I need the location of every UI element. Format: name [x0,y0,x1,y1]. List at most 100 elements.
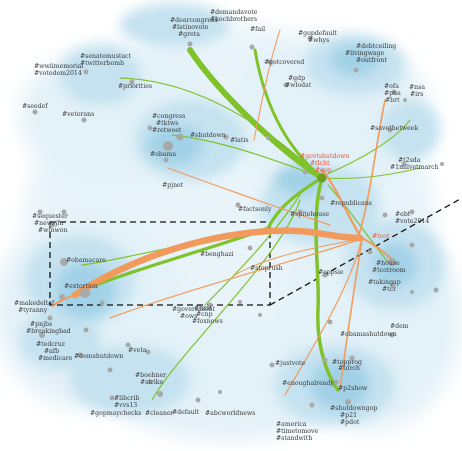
selection-box[interactable] [49,221,271,306]
hashtag-node[interactable] [319,195,325,201]
hashtag-node[interactable] [77,352,83,358]
hashtag-node[interactable] [302,169,308,175]
hashtag-node[interactable] [99,300,105,306]
hashtag-node[interactable] [223,134,229,140]
hashtag-node[interactable] [249,44,255,50]
hashtag-node[interactable] [403,98,407,102]
hashtag-node[interactable] [61,209,67,215]
hashtag-node[interactable] [409,209,415,215]
hashtag-node[interactable] [80,288,90,298]
hashtag-node[interactable] [401,161,407,167]
hashtag-node[interactable] [145,349,151,355]
hashtag-node[interactable] [47,315,53,321]
hashtag-node[interactable] [59,294,65,300]
flow-gop-first [204,194,301,306]
hashtag-node[interactable] [307,35,313,41]
hashtag-node[interactable] [125,342,131,348]
hashtag-node[interactable] [107,367,113,373]
label-takingap: #takingap [368,279,401,286]
label-1milvetmarch: #1milvetmarch [390,164,439,171]
hashtag-node[interactable] [238,300,242,304]
hashtag-node[interactable] [39,332,45,338]
label-house: #house [376,260,400,267]
hashtag-node[interactable] [266,136,270,140]
label-torch: #torch [338,365,360,372]
hashtag-node[interactable] [49,222,55,228]
label-wwiimemorial: #wwiimemorial [34,63,83,70]
hashtag-node[interactable] [81,117,87,123]
hashtag-node[interactable] [147,379,153,385]
label-nsa: #nsa [409,84,425,91]
hashtag-node[interactable] [187,41,193,47]
hashtag-node[interactable] [433,287,439,293]
hashtag-node[interactable] [235,202,241,208]
hashtag-node[interactable] [207,302,213,308]
label-gop: #gop [315,167,332,174]
flow-tcot-p2show [357,99,386,239]
hashtag-node[interactable] [147,125,153,131]
hashtag-node[interactable] [195,397,201,403]
label-obama: #obama [150,151,176,158]
label-government: #government [172,306,215,313]
hashtag-node[interactable] [283,82,289,88]
hashtag-node[interactable] [353,67,359,73]
label-getcovered: #getcovered [264,59,304,66]
flow-congress-gop [171,134,319,177]
label-irs: #irs [410,91,423,98]
hashtag-node[interactable] [322,272,328,278]
hashtag-node[interactable] [410,290,414,294]
label-latis: #latis [230,137,249,144]
label-factsonly: #factsonly [238,206,272,213]
hashtag-node[interactable] [390,282,396,288]
hashtag-node[interactable] [37,209,43,215]
hub-node-gop[interactable] [317,173,327,183]
hashtag-node[interactable] [349,355,355,361]
label-congress: #congress [152,113,185,120]
hashtag-node[interactable] [322,357,328,363]
hashtag-node[interactable] [388,258,396,266]
hashtag-node[interactable] [367,249,373,255]
hashtag-node[interactable] [297,209,303,215]
hashtag-node[interactable] [218,390,222,394]
label-obamacare: #obamacare [66,257,106,264]
hashtag-node[interactable] [345,399,351,405]
hashtag-node[interactable] [387,127,393,133]
hashtag-node[interactable] [382,212,388,218]
hashtag-node[interactable] [440,162,444,166]
hashtag-node[interactable] [327,319,333,325]
label-topprog: #topprog [332,359,362,366]
label-default: #default [172,409,200,416]
hashtag-node[interactable] [267,59,273,65]
label-savethetweek: #savethetweek [370,125,418,132]
label-brt: #brt [385,97,400,104]
label-veterans: #veterans [62,111,94,118]
hashtag-node[interactable] [32,109,38,115]
label-pdot: #pdot [340,419,360,426]
flow-gop-cleaner [151,199,301,401]
hashtag-node[interactable] [389,332,395,338]
hashtag-node[interactable] [83,69,89,75]
hashtag-node[interactable] [157,391,163,397]
hashtag-node[interactable] [333,379,339,385]
hashtag-node[interactable] [60,258,68,266]
label-abcworldnews: #abcworldnews [205,410,255,417]
hashtag-node[interactable] [391,89,397,95]
hashtag-node[interactable] [309,402,315,408]
label-tcr: #tcr [382,286,396,293]
hashtag-node[interactable] [109,395,115,401]
hashtag-node[interactable] [269,362,275,368]
hashtag-node[interactable] [83,327,89,333]
label-ofa: #ofa [384,83,399,90]
hashtag-node[interactable] [129,79,135,85]
flow-tcot-pjnet [167,167,331,226]
hashtag-node[interactable] [247,245,253,251]
label-retweet: #retweet [152,127,182,134]
label-demandavote: #demandavote [210,9,258,16]
hashtag-node[interactable] [409,242,415,248]
label-libcrib: #libcrib [114,395,140,402]
label-republicans: #republicans [330,200,372,207]
hashtag-node[interactable] [163,157,169,163]
hashtag-node[interactable] [176,133,184,141]
hashtag-node[interactable] [163,141,173,151]
hashtag-node[interactable] [258,313,262,317]
